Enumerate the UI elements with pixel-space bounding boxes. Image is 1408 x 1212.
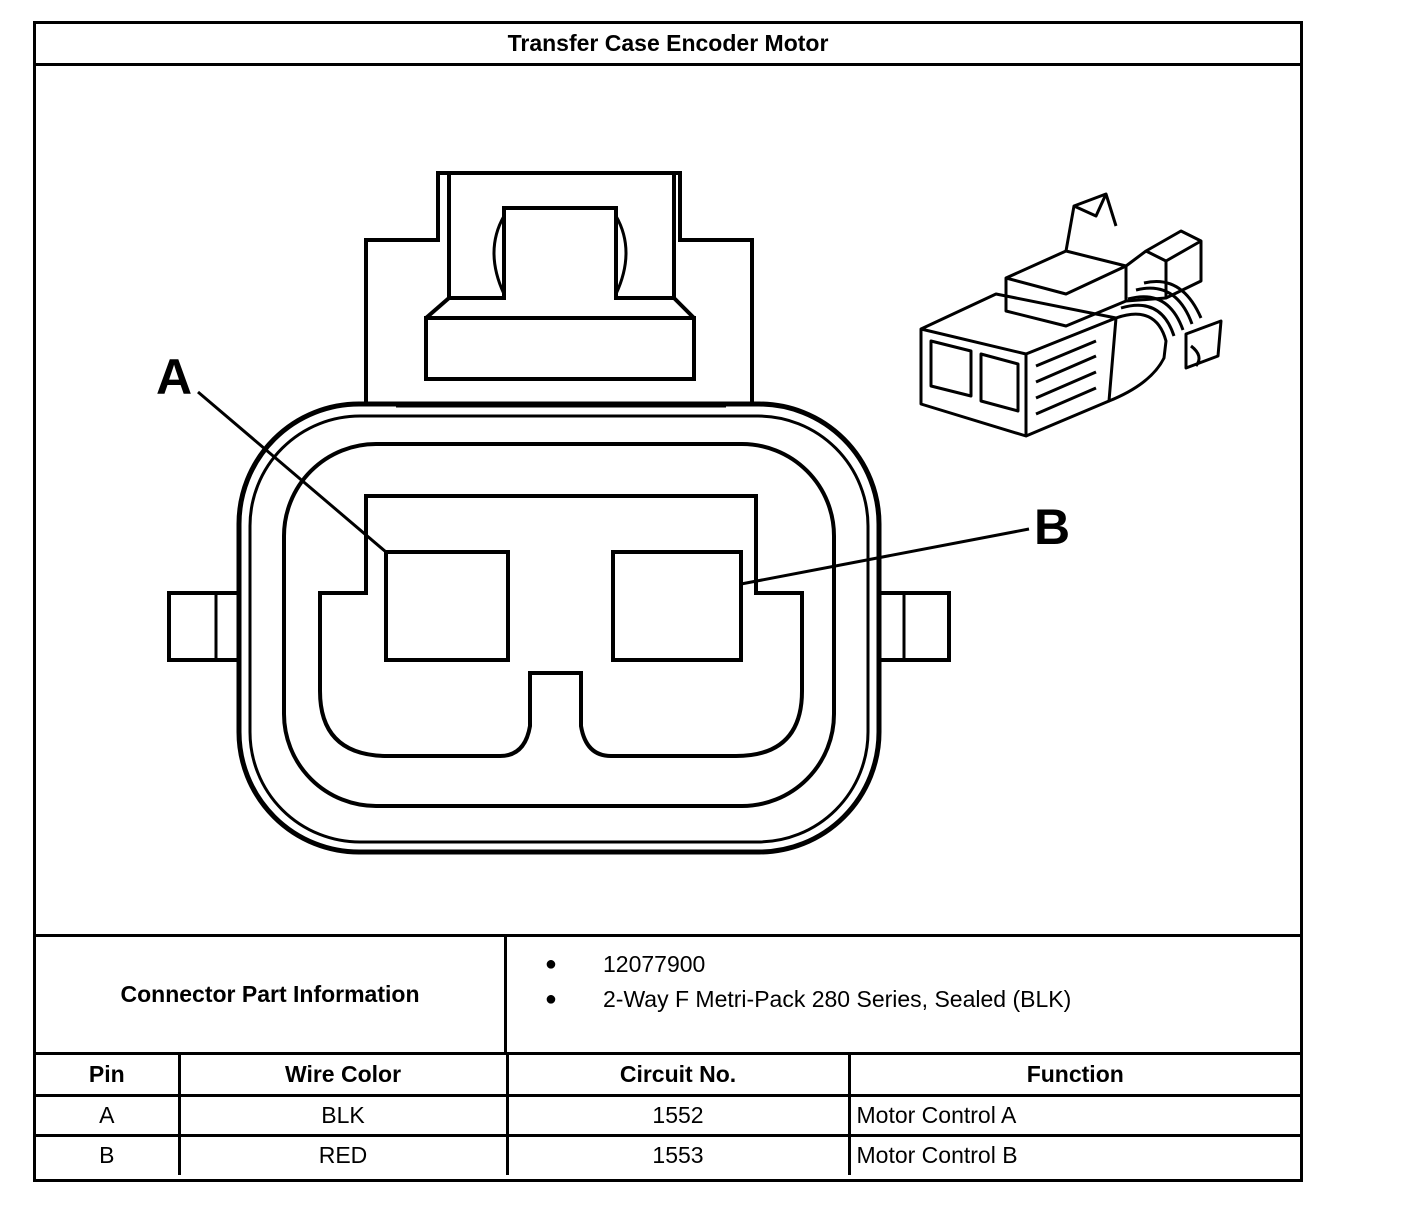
latch-housing (364, 171, 754, 403)
latch-base (424, 316, 696, 381)
connector-sheet: Transfer Case Encoder Motor (33, 21, 1303, 1182)
header-wire-color: Wire Color (179, 1055, 509, 1097)
cell-function: Motor Control A (849, 1095, 1300, 1137)
table-header-row: Pin Wire Color Circuit No. Function (36, 1055, 1300, 1097)
cell-pin: B (36, 1135, 181, 1175)
list-item: ● 2-Way F Metri-Pack 280 Series, Sealed … (507, 982, 1300, 1017)
cell-circuit-no: 1552 (507, 1095, 851, 1137)
header-pin: Pin (36, 1055, 181, 1097)
cell-wire-color: BLK (179, 1095, 509, 1137)
terminal-pocket-a (384, 550, 510, 662)
cell-pin: A (36, 1095, 181, 1137)
table-row: A BLK 1552 Motor Control A (36, 1095, 1300, 1137)
part-number: 12077900 (603, 951, 706, 977)
bullet-icon: ● (544, 953, 557, 975)
terminal-cavity (318, 494, 804, 758)
callout-leader-b (740, 527, 1030, 586)
page-title: Transfer Case Encoder Motor (36, 24, 1300, 66)
callout-a: A (156, 349, 192, 405)
bullet-icon: ● (544, 988, 557, 1010)
connector-outer-body (236, 401, 882, 855)
connector-iso-illustration (919, 192, 1223, 438)
cell-function: Motor Control B (856, 1142, 1018, 1169)
left-ear (167, 591, 239, 662)
connector-seal (248, 414, 870, 844)
callout-b: B (1034, 499, 1070, 555)
table-row: B RED 1553 Motor Control B (36, 1135, 1300, 1175)
callout-leader-a (197, 390, 387, 554)
connector-info-label: Connector Part Information (36, 937, 507, 1052)
cell-wire-color: RED (179, 1135, 509, 1175)
latch-tab (447, 173, 676, 300)
connector-face-drawing: A B (156, 171, 1223, 855)
right-ear (879, 591, 951, 662)
header-circuit-no: Circuit No. (507, 1055, 851, 1097)
header-function: Function (849, 1055, 1300, 1097)
cell-circuit-no: 1553 (507, 1135, 851, 1175)
list-item: ● 12077900 (507, 947, 1300, 982)
terminal-pocket-b (611, 550, 743, 662)
connector-inner-wall (282, 442, 836, 808)
pinout-table: Pin Wire Color Circuit No. Function A BL… (36, 1055, 1300, 1175)
connector-part-info: Connector Part Information ● 12077900 ● … (36, 934, 1300, 1055)
connector-info-list: ● 12077900 ● 2-Way F Metri-Pack 280 Seri… (507, 937, 1300, 1052)
connector-description: 2-Way F Metri-Pack 280 Series, Sealed (B… (603, 986, 1072, 1012)
connector-diagram: A B (36, 66, 1300, 935)
